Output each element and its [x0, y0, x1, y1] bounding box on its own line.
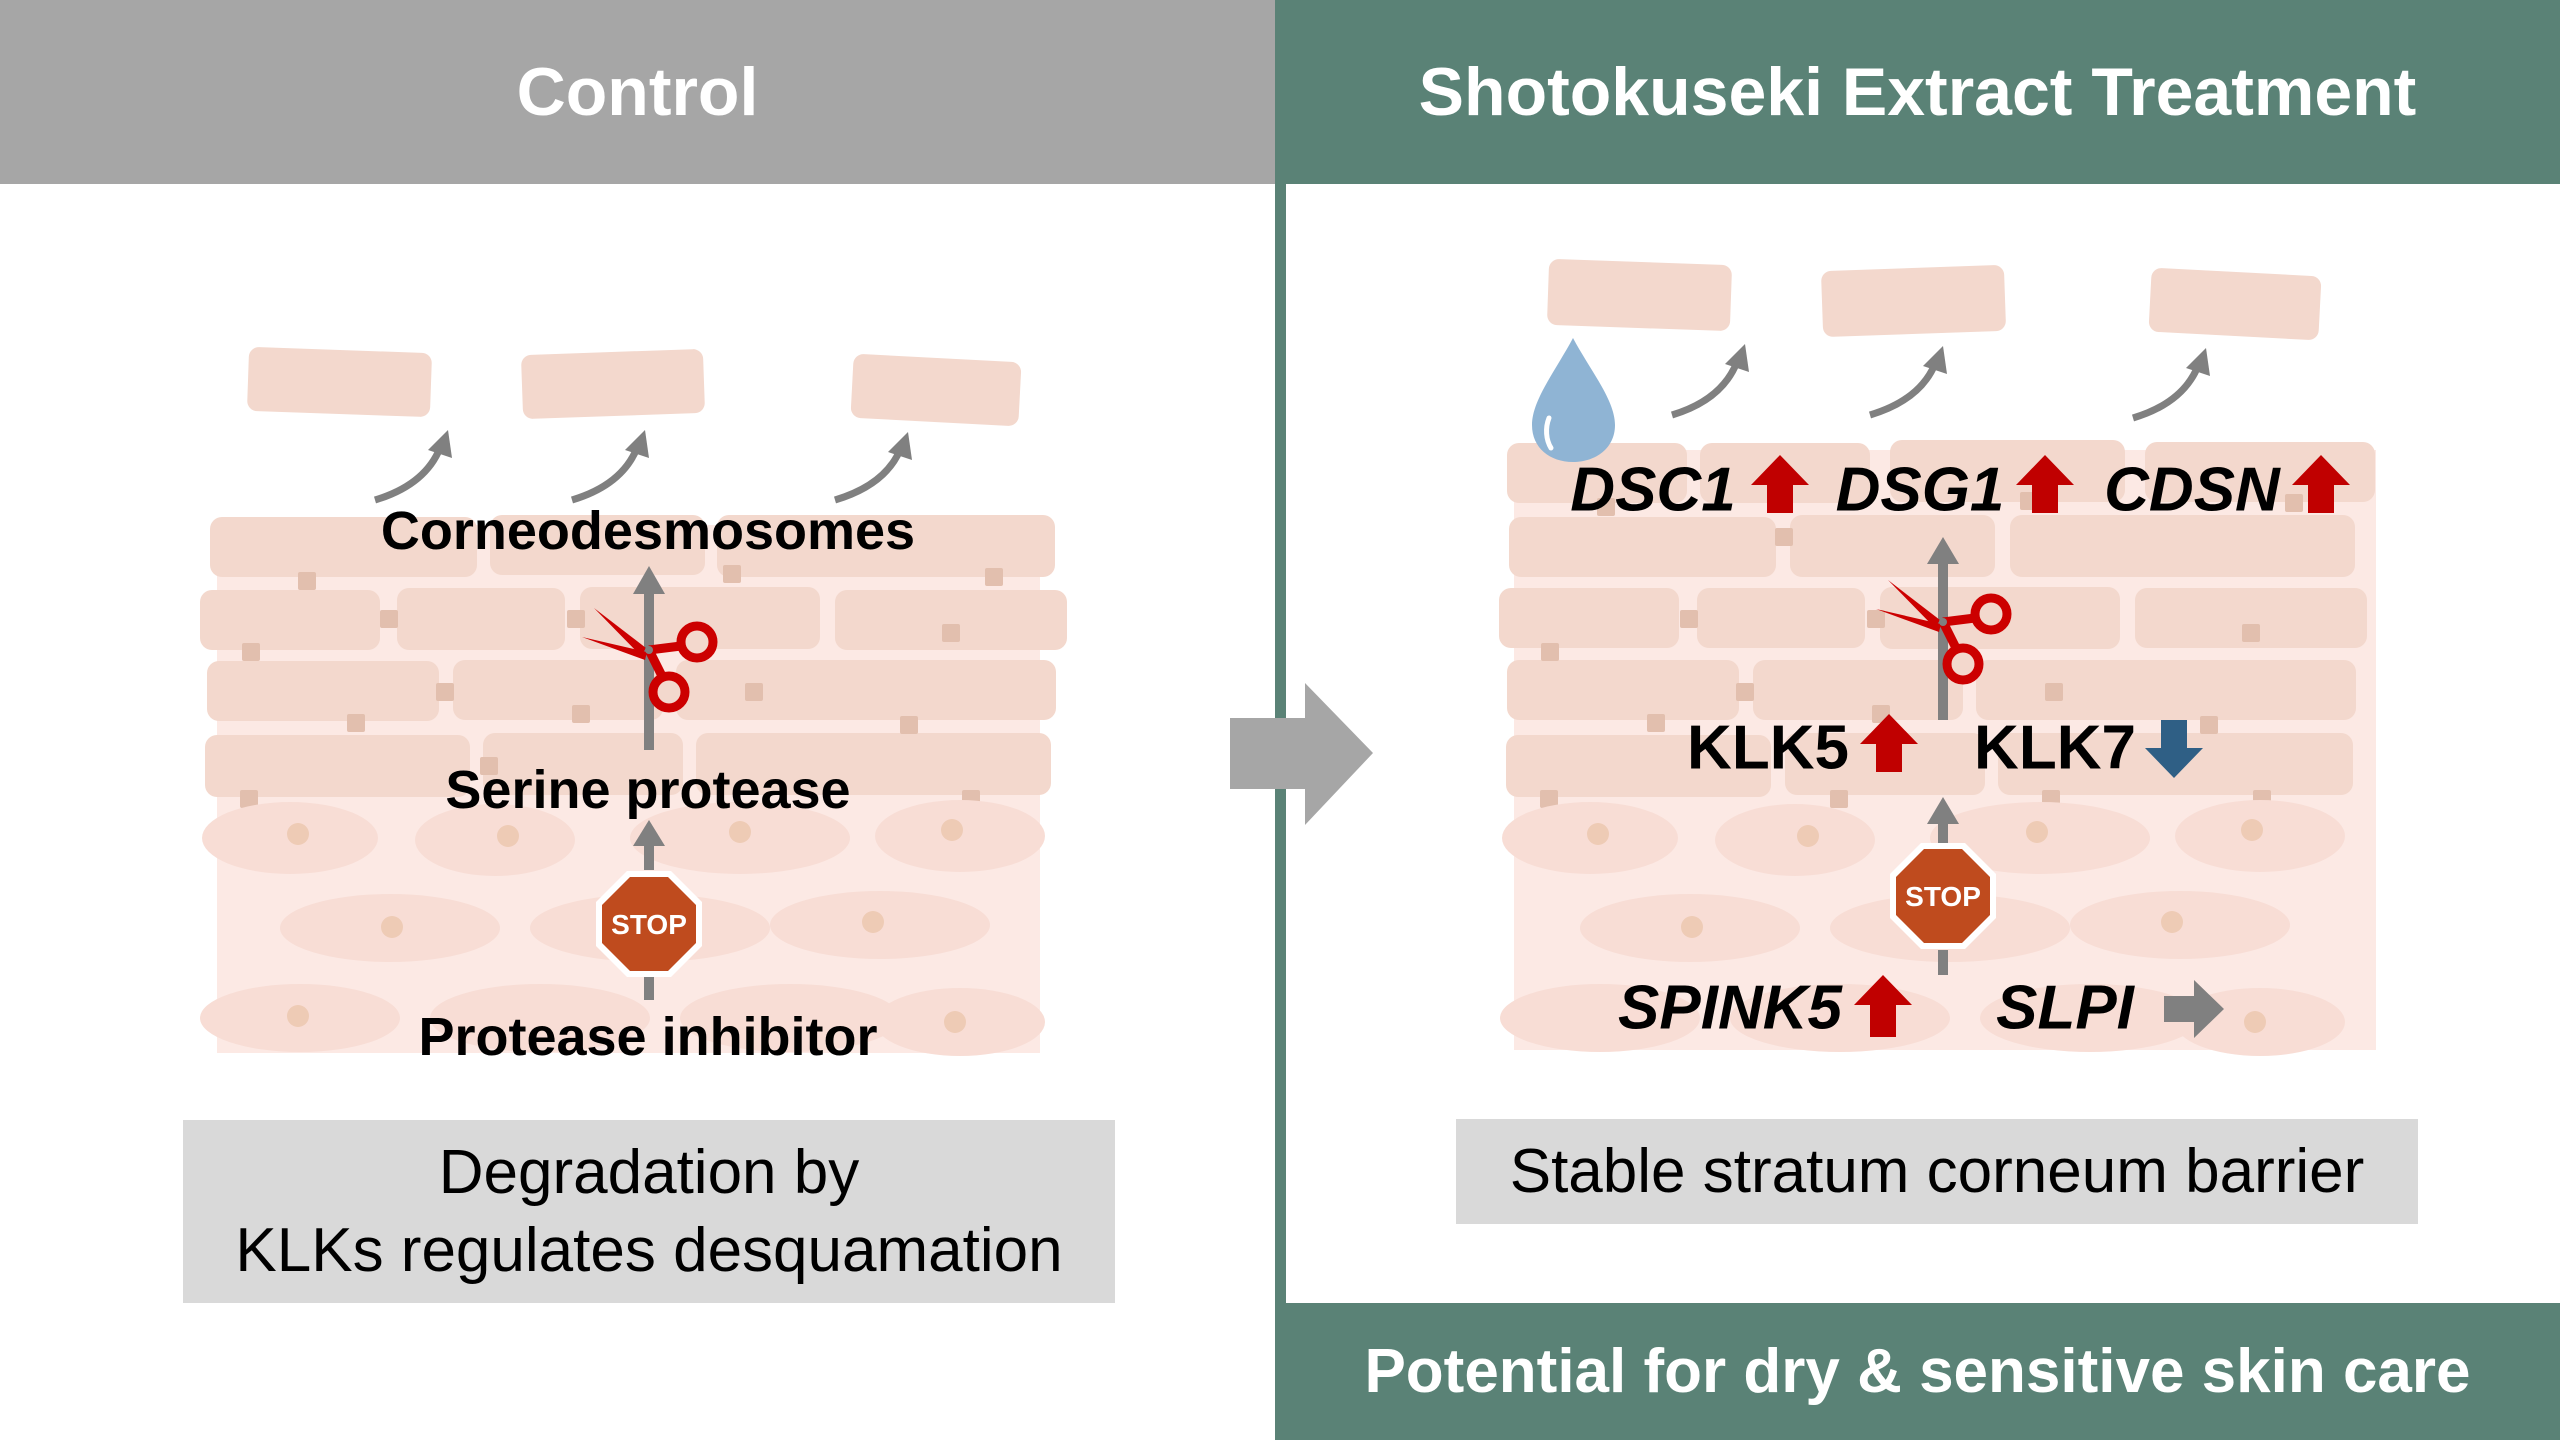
curved-arrow-icon: [833, 448, 904, 504]
stop-sign-icon: STOP: [1890, 843, 1996, 949]
curved-arrow-icon: [570, 446, 641, 504]
control-skin-diagram: STOP: [200, 347, 1067, 1056]
red-up-arrow-icon: [1854, 975, 1912, 1037]
red-up-arrow-icon: [1751, 455, 1809, 513]
corneodesmosome-junctions: [240, 565, 1003, 808]
gene-label-klk5: KLK5: [1687, 713, 1849, 783]
corneocyte-flake: [2148, 268, 2322, 340]
red-up-arrow-icon: [1860, 714, 1918, 772]
serine-protease-label: Serine protease: [445, 760, 851, 820]
corneocyte-flake: [850, 354, 1022, 426]
footer-text: Potential for dry & sensitive skin care: [1364, 1337, 2471, 1406]
gene-label-cdsn: CDSN: [2104, 455, 2280, 525]
control-caption-box: Degradation by KLKs regulates desquamati…: [183, 1120, 1115, 1303]
corneodesmosome-junctions: [1540, 492, 2303, 808]
corneocyte-flake: [247, 347, 432, 417]
stratum-corneum-cells: [200, 515, 1067, 797]
gene-label-slpi: SLPI: [1996, 973, 2134, 1043]
shed-corneocytes: [1547, 259, 2322, 340]
gene-label-klk7: KLK7: [1974, 713, 2136, 783]
corneocyte-flake: [521, 349, 705, 419]
footer-banner: Potential for dry & sensitive skin care: [1275, 1303, 2560, 1440]
stop-sign-icon: STOP: [596, 871, 702, 977]
keratinocytes: [200, 800, 1045, 1056]
treatment-header: Shotokuseki Extract Treatment: [1275, 0, 2560, 184]
gene-label-dsc1: DSC1: [1570, 455, 1736, 525]
scissors-icon: [1876, 580, 2012, 685]
corneocyte-flake: [1547, 259, 1732, 331]
gray-right-arrow-icon: [2164, 980, 2224, 1038]
red-up-arrow-icon: [2016, 455, 2074, 513]
curved-arrow-icon: [1670, 360, 1741, 419]
gene-label-dsg1: DSG1: [1835, 455, 2005, 525]
curved-arrow-icon: [373, 446, 444, 504]
treatment-caption: Stable stratum corneum barrier: [1509, 1136, 2365, 1206]
treatment-caption-box: Stable stratum corneum barrier: [1456, 1119, 2418, 1224]
right-arrow-icon: [1230, 683, 1373, 825]
corneodesmosomes-label: Corneodesmosomes: [380, 501, 916, 561]
desquamation-arrows: [373, 446, 904, 504]
control-caption-line1: Degradation by: [438, 1137, 860, 1207]
control-title: Control: [516, 54, 759, 130]
treatment-title: Shotokuseki Extract Treatment: [1418, 54, 2417, 130]
control-header: Control: [0, 0, 1275, 184]
curved-arrow-icon: [2131, 364, 2202, 422]
panel-divider: [1275, 184, 1286, 1440]
corneocyte-flake: [1821, 265, 2006, 337]
gene-label-spink5: SPINK5: [1618, 973, 1842, 1043]
control-caption-line2: KLKs regulates desquamation: [235, 1215, 1063, 1285]
protease-inhibitor-label: Protease inhibitor: [418, 1007, 878, 1067]
shed-corneocytes: [247, 347, 1022, 426]
blue-down-arrow-icon: [2145, 720, 2203, 778]
scissors-icon: [582, 608, 718, 713]
curved-arrow-icon: [1868, 362, 1939, 419]
desquamation-arrows: [1670, 360, 2202, 422]
stop-sign-text: STOP: [611, 909, 687, 940]
stop-sign-text: STOP: [1905, 881, 1981, 912]
red-up-arrow-icon: [2292, 455, 2350, 513]
water-drop-icon: [1532, 338, 1615, 462]
